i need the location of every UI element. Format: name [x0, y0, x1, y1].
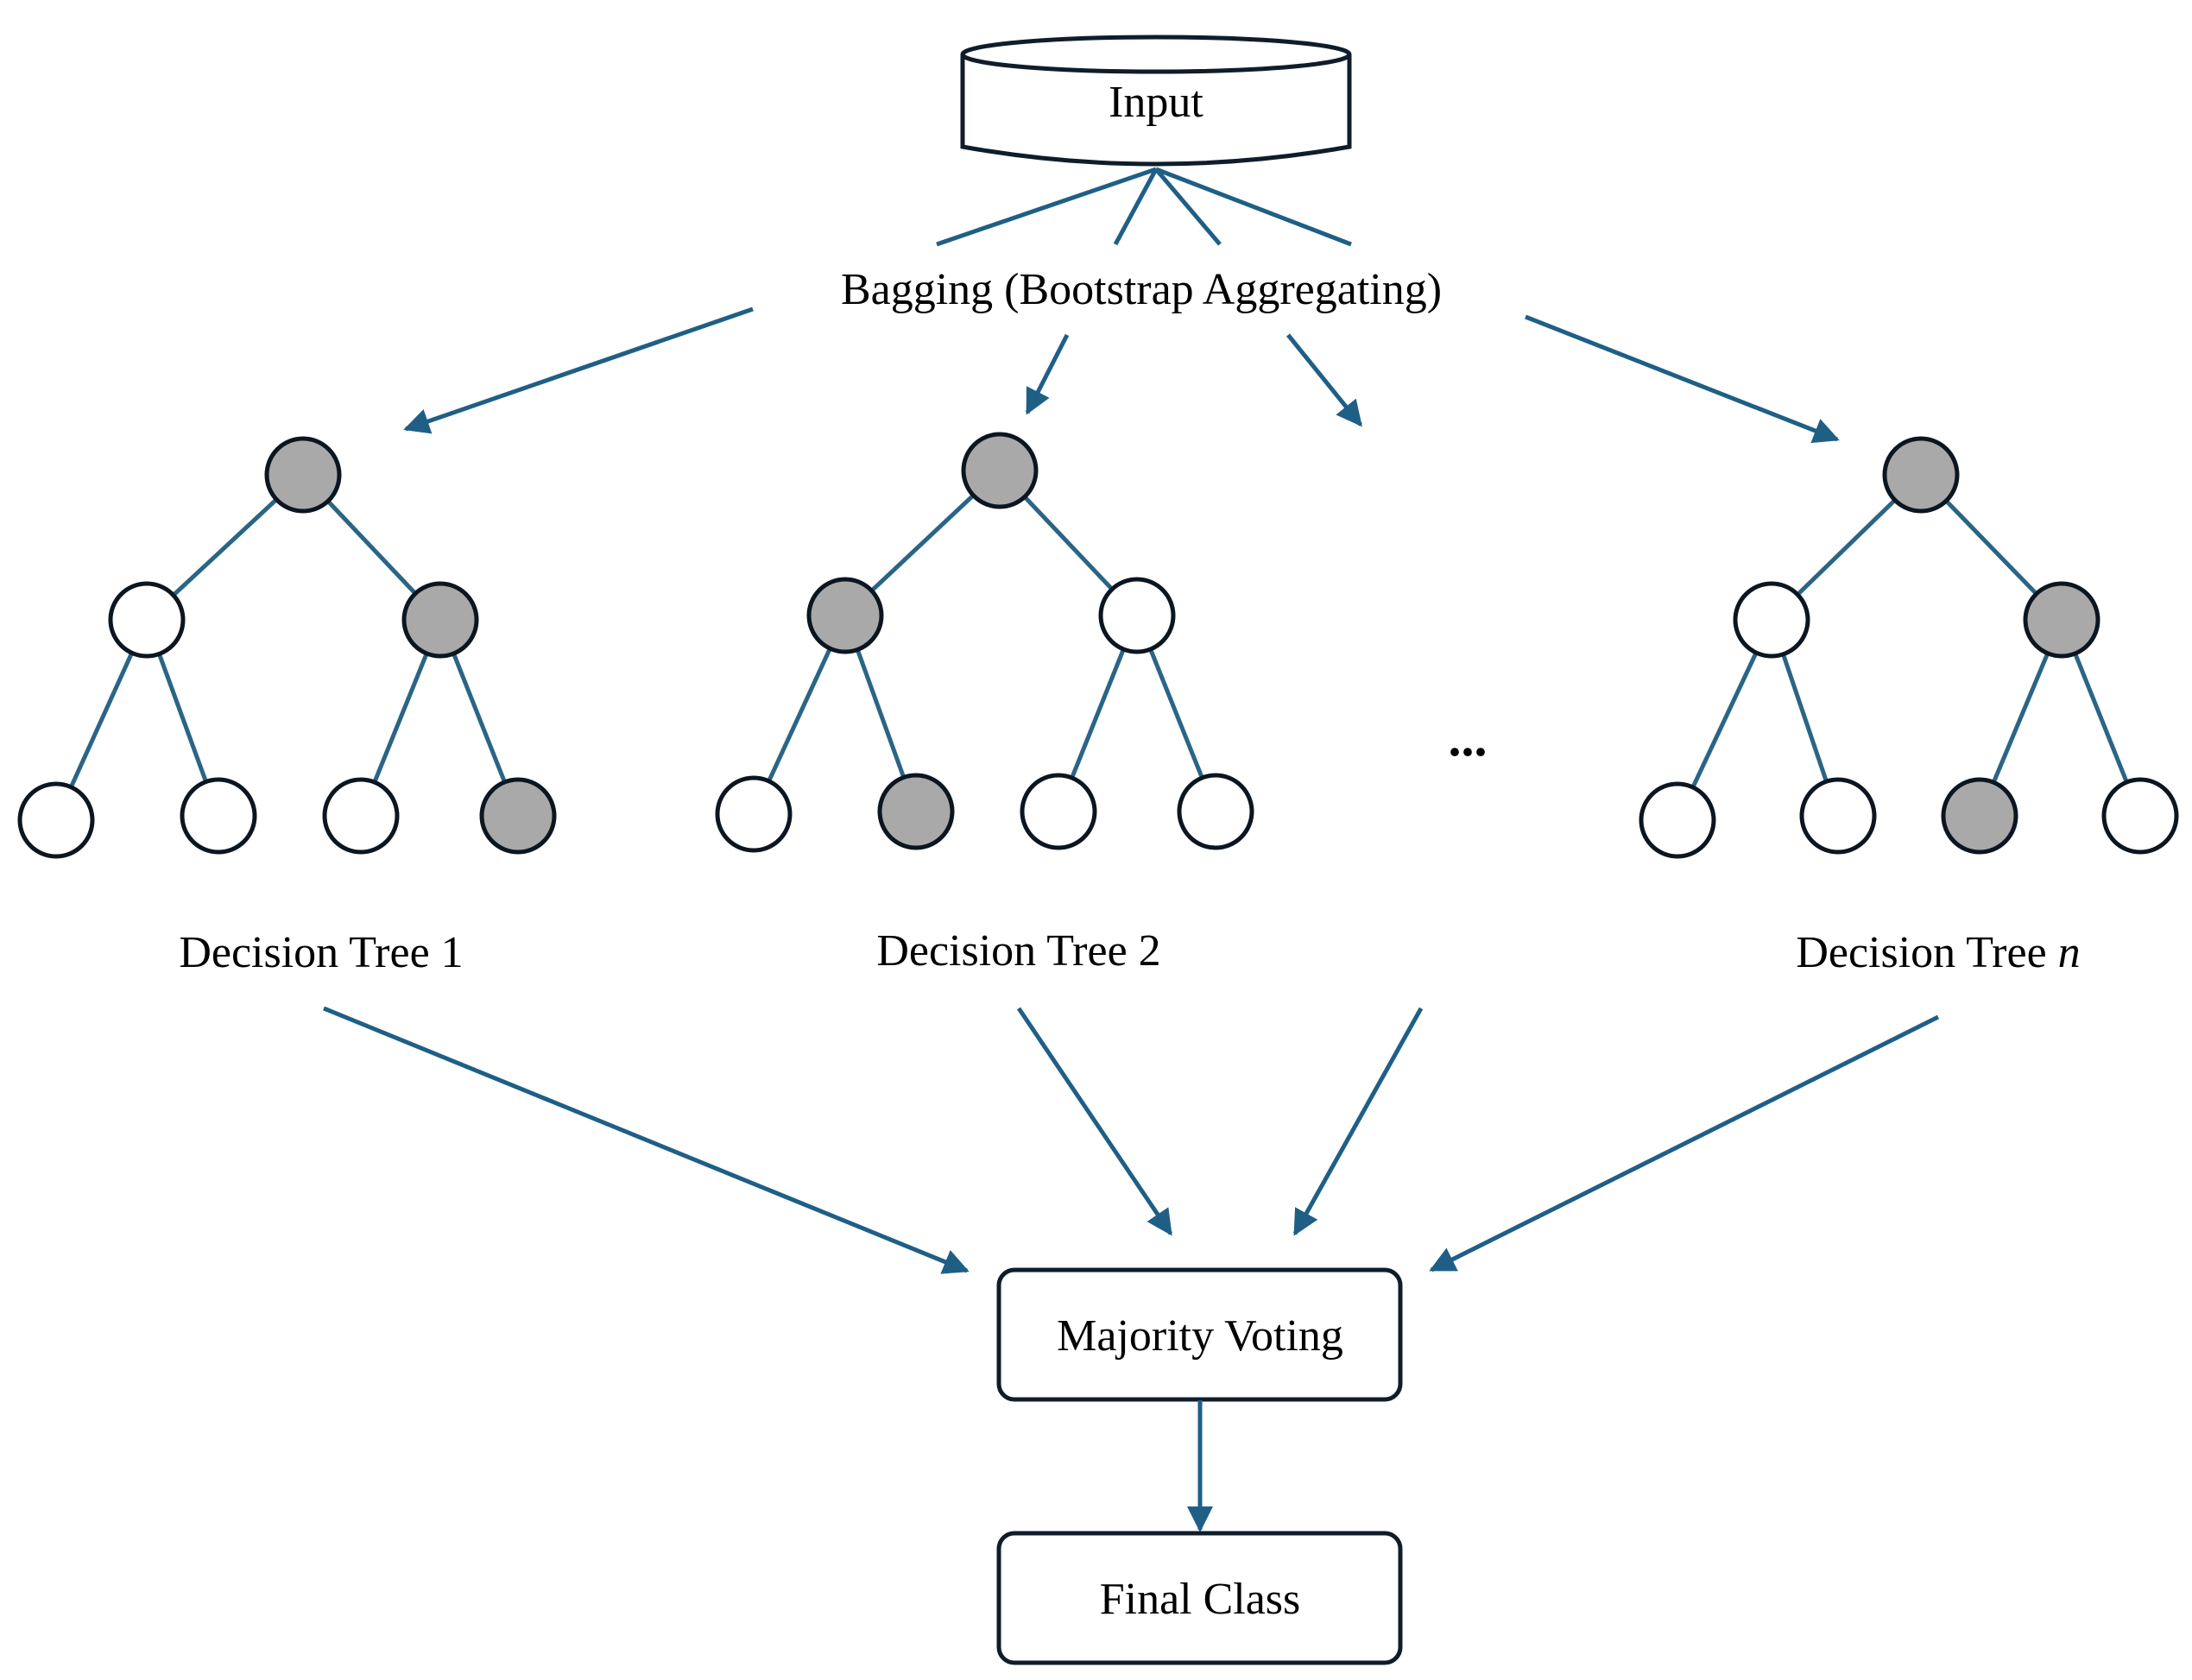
- tree-node-white: [1020, 773, 1097, 850]
- ellipsis-label: ...: [1449, 710, 1488, 767]
- decision-tree-label-index: n: [2058, 928, 2081, 977]
- final-class-rect: [996, 1531, 1403, 1665]
- tree-node-white: [180, 777, 257, 855]
- input-cylinder-top: [960, 35, 1352, 74]
- tree-node-gray: [479, 777, 557, 855]
- tree-node-gray: [1882, 436, 1960, 514]
- decision-tree-1: Decision Tree 1: [17, 436, 557, 977]
- decision-tree-label-index: 1: [441, 928, 464, 977]
- fan-line-2: [1113, 167, 1159, 246]
- decision-tree-label-text: Decision Tree: [1796, 928, 2057, 977]
- tree-node-white: [322, 777, 400, 855]
- voting-arrows: [323, 1006, 1940, 1274]
- tree-node-gray: [1941, 777, 2018, 855]
- bagging-arrow-tree-2: [1025, 333, 1070, 415]
- tree-node-white: [2101, 777, 2179, 855]
- tree-node-gray: [264, 436, 342, 514]
- voting-arrow-ellipsis: [1292, 1007, 1424, 1236]
- input-node: Input: [960, 35, 1352, 167]
- decision-tree-label: Decision Tree n: [1796, 928, 2080, 977]
- tree-node-gray: [806, 577, 884, 654]
- decision-tree-label: Decision Tree 2: [876, 926, 1160, 976]
- bagging-arrow-tree-1: [403, 306, 754, 434]
- tree-node-gray: [401, 581, 479, 659]
- tree-node-white: [1799, 777, 1877, 855]
- voting-arrow-tree-n: [1429, 1014, 1940, 1273]
- bagging-arrow-tree-n: [1525, 314, 1840, 444]
- majority-voting-rect: [996, 1267, 1403, 1402]
- input-label: Input: [1109, 78, 1203, 127]
- tree-node-white: [1639, 781, 1716, 859]
- tree-node-white: [715, 775, 793, 853]
- fan-line-4: [1155, 167, 1352, 247]
- decision-tree-3: Decision Tree n: [1639, 436, 2179, 977]
- decision-tree-label: Decision Tree 1: [179, 928, 463, 977]
- input-fan-lines: [936, 167, 1352, 247]
- decision-tree-label-text: Decision Tree: [876, 926, 1138, 976]
- tree-node-gray: [2023, 581, 2100, 659]
- tree-node-white: [1177, 773, 1254, 850]
- tree-node-white: [1098, 577, 1176, 654]
- fan-line-1: [936, 167, 1157, 247]
- majority-voting-label: Majority Voting: [1057, 1311, 1343, 1361]
- decision-tree-label-index: 2: [1139, 926, 1161, 976]
- voting-arrow-tree-2: [1016, 1007, 1173, 1236]
- final-class-label: Final Class: [1100, 1575, 1301, 1624]
- tree-node-white: [108, 581, 186, 659]
- fan-line-3: [1154, 167, 1222, 246]
- tree-node-gray: [961, 432, 1039, 509]
- bagging-arrows: [403, 306, 1840, 444]
- majority-voting-box: Majority Voting: [996, 1267, 1403, 1402]
- bagging-arrow-ellipsis: [1286, 333, 1362, 427]
- tree-node-white: [1733, 581, 1810, 659]
- bagging-label: Bagging (Bootstrap Aggregating): [841, 265, 1442, 314]
- voting-arrow-tree-1: [323, 1006, 970, 1274]
- decision-tree-label-text: Decision Tree: [179, 928, 440, 977]
- final-class-box: Final Class: [996, 1531, 1403, 1665]
- tree-node-gray: [877, 773, 955, 850]
- tree-node-white: [17, 781, 95, 859]
- input-cylinder-body: [960, 54, 1352, 167]
- decision-tree-2: Decision Tree 2: [715, 432, 1254, 976]
